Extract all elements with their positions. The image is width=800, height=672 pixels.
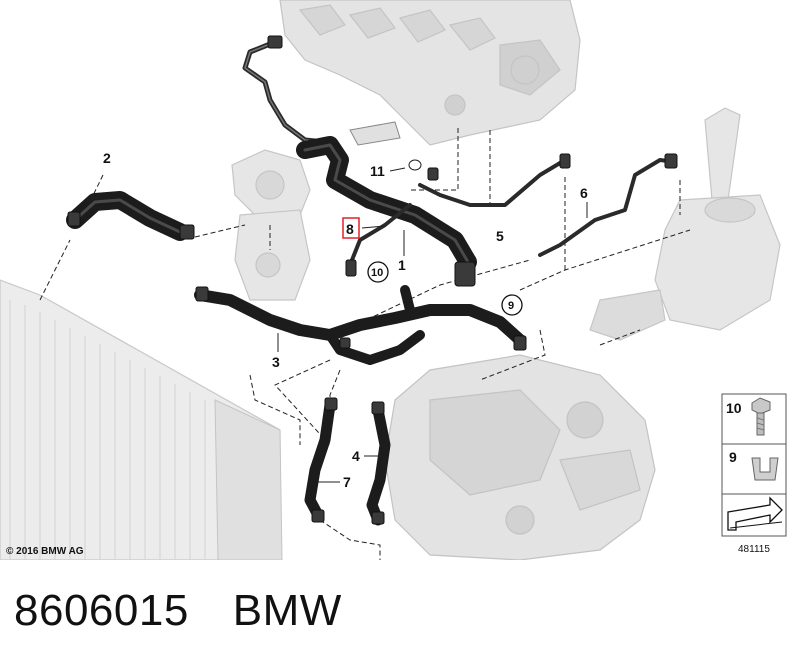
water-pump-illustration (231, 149, 311, 301)
bolt-icon (751, 397, 771, 436)
legend-panel: 10 9 481115 (721, 393, 787, 555)
callout-8: 8 (346, 221, 354, 237)
callout-labels: 2 11 1 5 6 3 4 7 8 10 9 (103, 150, 588, 490)
figure-number: 481115 (738, 544, 770, 555)
hose-3 (194, 289, 526, 346)
highlight-box (342, 217, 360, 239)
engine-block-illustration (279, 0, 581, 146)
hose-1 (296, 136, 477, 271)
hoses (66, 39, 677, 526)
part-number: 8606015 (14, 586, 189, 635)
hose-4 (366, 404, 391, 526)
legend-number-9: 9 (729, 449, 737, 465)
callout-9-circled: 9 (508, 300, 514, 312)
line-6 (538, 158, 677, 257)
radiator-illustration (0, 279, 283, 560)
expansion-tank-illustration (589, 107, 781, 341)
copyright-text: © 2016 BMW AG (6, 546, 84, 557)
hose-8 (350, 203, 412, 262)
callout-4: 4 (352, 448, 360, 464)
brand-name: BMW (232, 586, 342, 635)
callout-2: 2 (103, 150, 111, 166)
line-5 (418, 158, 567, 207)
callout-10-circled: 10 (371, 267, 383, 279)
clip-icon (751, 457, 779, 481)
connectors (67, 35, 678, 525)
caption: 8606015 BMW (14, 586, 342, 646)
leader-lines (39, 128, 691, 560)
transmission-illustration (384, 354, 656, 560)
callout-6: 6 (580, 185, 588, 201)
callout-5: 5 (496, 228, 504, 244)
callout-1: 1 (398, 257, 406, 273)
parts-diagram: 2 11 1 5 6 3 4 7 8 10 9 10 9 (0, 0, 787, 560)
callout-7: 7 (343, 474, 351, 490)
vent-screw (349, 121, 422, 171)
legend-number-10: 10 (726, 400, 742, 416)
callout-11: 11 (370, 163, 385, 179)
direction-arrow-icon (727, 496, 783, 531)
callout-3: 3 (272, 354, 280, 370)
hose-7 (304, 399, 336, 521)
